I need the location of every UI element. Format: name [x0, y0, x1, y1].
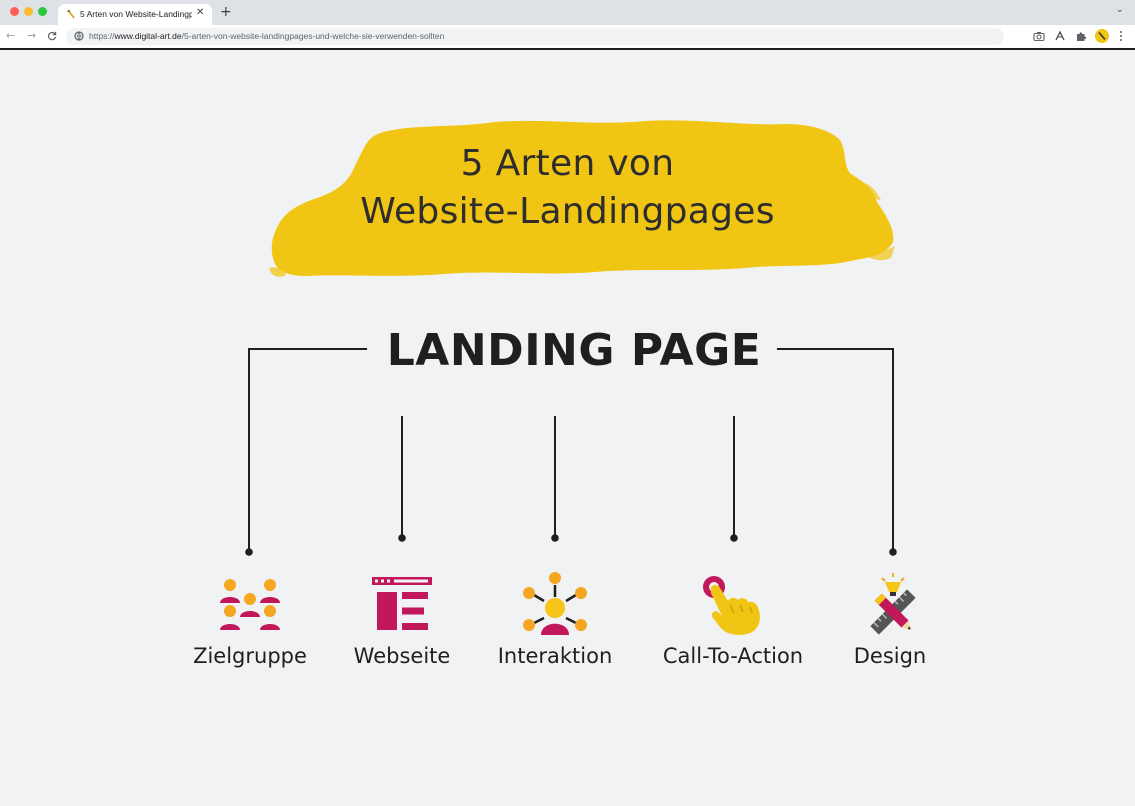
page-title-line-1: 5 Arten von	[460, 143, 675, 184]
yellow-brush-stroke	[269, 120, 895, 277]
tab-close-icon[interactable]: ✕	[196, 7, 205, 18]
maximize-window-button[interactable]	[38, 7, 47, 16]
pen-extension-icon[interactable]	[1054, 30, 1066, 42]
url-scheme: https://	[89, 31, 115, 41]
address-bar[interactable]: https://www.digital-art.de/5-arten-von-w…	[66, 28, 1004, 45]
toolbar-divider	[0, 48, 1135, 50]
browser-titlebar: 5 Arten von Website-Landingpages und wel…	[0, 0, 1135, 25]
network-interaction-icon	[523, 572, 587, 635]
profile-avatar-icon[interactable]	[1095, 29, 1109, 43]
browser-toolbar: ← → https://www.digital-art.de/5-arten-v…	[0, 25, 1135, 48]
connector-dot-zielgruppe	[245, 548, 253, 556]
page-title-line-2: Website-Landingpages	[360, 191, 775, 232]
browser-tab[interactable]: 5 Arten von Website-Landingpages und wel…	[58, 4, 212, 25]
label-webseite: Webseite	[353, 644, 451, 668]
site-info-icon[interactable]	[74, 31, 84, 41]
connector-design	[777, 348, 894, 552]
label-zielgruppe: Zielgruppe	[193, 644, 307, 668]
label-interaktion: Interaktion	[497, 644, 613, 668]
pointing-hand-icon	[703, 576, 760, 635]
url-host: www.digital-art.de	[114, 31, 182, 41]
connector-dot-webseite	[398, 534, 406, 542]
more-menu-icon[interactable]	[1117, 30, 1125, 42]
connector-dot-call-to-action	[730, 534, 738, 542]
new-tab-button[interactable]: +	[220, 4, 232, 20]
url-path: /5-arten-von-website-landingpages-und-we…	[181, 31, 445, 41]
minimize-window-button[interactable]	[24, 7, 33, 16]
website-layout-icon	[372, 577, 432, 630]
connector-zielgruppe	[248, 348, 367, 552]
site-favicon-icon	[67, 9, 75, 19]
tab-title: 5 Arten von Website-Landingpages und wel…	[80, 9, 192, 19]
label-design: Design	[853, 644, 927, 668]
reload-icon[interactable]	[47, 31, 57, 41]
landing-page-heading: LANDING PAGE	[386, 325, 762, 376]
url-text: https://www.digital-art.de/5-arten-von-w…	[89, 31, 444, 41]
extensions-puzzle-icon[interactable]	[1075, 30, 1087, 42]
pencil-ruler-icon	[870, 573, 916, 635]
camera-icon[interactable]	[1033, 30, 1045, 42]
connector-dot-design	[889, 548, 897, 556]
forward-arrow-icon[interactable]: →	[27, 29, 37, 42]
tab-search-chevron-icon[interactable]: ⌄	[1116, 5, 1124, 15]
close-window-button[interactable]	[10, 7, 19, 16]
label-call-to-action: Call-To-Action	[662, 644, 804, 668]
audience-group-icon	[220, 579, 280, 630]
back-arrow-icon[interactable]: ←	[6, 29, 16, 42]
connector-dot-interaktion	[551, 534, 559, 542]
